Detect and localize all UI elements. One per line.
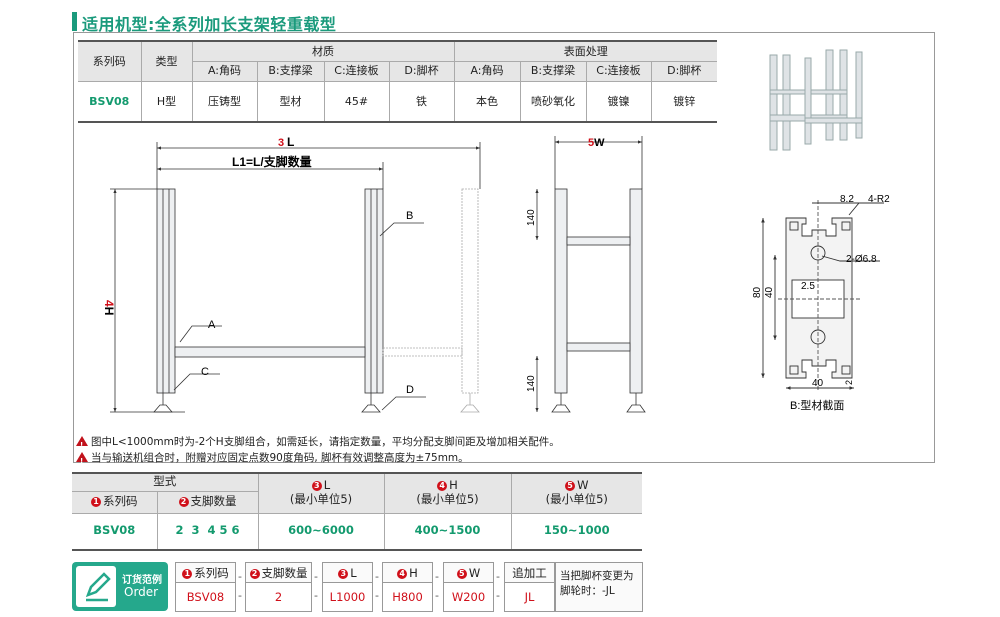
note: 图中L<1000mm时为-2个H支脚组合，如需延长，请指定数量，平均分配支脚间距… (76, 434, 560, 453)
table-row: BSV08 H型 压铸型 型材 45# 铁 本色 喷砂氧化 镀镍 镀锌 (78, 81, 717, 122)
dim-4-R2: 4-R2 (868, 194, 890, 205)
sub-header: D:脚杯 (388, 61, 455, 82)
separator: - (496, 589, 500, 602)
header-form: 型式 (72, 473, 259, 492)
separator: - (314, 589, 318, 602)
sub-header: C:连接板 (585, 61, 652, 82)
dim-140: 140 (526, 375, 537, 392)
separator: - (314, 570, 318, 583)
spec-table: 系列码 类型 材质 表面处理 A:角码 B:支撑梁 C:连接板 D:脚杯 A:角… (78, 40, 717, 123)
profile-cross-section (761, 200, 884, 390)
warning-icon (76, 436, 88, 453)
cell-series: BSV08 (78, 81, 142, 122)
page-title: 适用机型:全系列加长支架轻重载型 (82, 15, 337, 34)
dim-40-width: 40 (812, 378, 824, 389)
cell: 本色 (453, 81, 521, 122)
order-badge: 订货范例 Order (72, 562, 168, 611)
separator: - (238, 589, 242, 602)
title-accent-bar (72, 12, 77, 31)
cell: 压铸型 (191, 81, 258, 122)
dim-H: 4H (102, 300, 116, 315)
dim-L1: L1=L/支脚数量 (232, 154, 312, 169)
dim-L: L (287, 135, 294, 149)
label-c: C (201, 366, 209, 378)
sub-header: B:支撑梁 (256, 61, 325, 82)
separator: - (435, 570, 439, 583)
header-type: 类型 (140, 41, 193, 82)
cell-L: 600~6000 (257, 513, 385, 550)
profile-caption: B:型材截面 (790, 398, 844, 412)
cell: 型材 (256, 81, 325, 122)
side-view (535, 136, 646, 413)
cell: 喷砂氧化 (519, 81, 587, 122)
separator: - (435, 589, 439, 602)
table-row: BSV08 2 3 4 5 6 600~6000 400~1500 150~10… (72, 513, 642, 550)
cell-type: H型 (140, 81, 193, 122)
cell-series: BSV08 (72, 513, 158, 550)
sub-header: C:连接板 (323, 61, 390, 82)
dim-L-num: 3 (278, 137, 284, 149)
dim-40: 40 (764, 286, 775, 298)
cell-W: 150~1000 (510, 513, 642, 550)
sub-header: B:支撑梁 (519, 61, 587, 82)
notes: 图中L<1000mm时为-2个H支脚组合，如需延长，请指定数量，平均分配支脚间距… (76, 434, 560, 469)
cell-H: 400~1500 (383, 513, 512, 550)
cell: 镀锌 (650, 81, 717, 122)
badge-label-cn: 订货范例 (122, 575, 162, 586)
sub-header: A:角码 (192, 61, 258, 82)
separator: - (238, 570, 242, 583)
label-a: A (208, 319, 216, 331)
separator: - (375, 589, 379, 602)
note-text: 当与输送机组合时，附赠对应固定点数90度角码, 脚杯有效调整高度为±75mm。 (91, 452, 469, 464)
header-material: 材质 (191, 41, 455, 62)
dim-2-5: 2.5 (801, 281, 815, 292)
content-frame (73, 32, 935, 463)
cell-legs: 2 3 4 5 6 (156, 513, 259, 550)
order-note: 当把脚杯变更为脚轮时：-JL (555, 562, 643, 612)
note-text: 图中L<1000mm时为-2个H支脚组合，如需延长，请指定数量，平均分配支脚间距… (91, 436, 560, 448)
cell: 45# (323, 81, 390, 122)
header-series: 系列码 (78, 41, 142, 82)
dim-80: 80 (752, 286, 763, 298)
separator: - (496, 570, 500, 583)
dim-8-2: 8.2 (840, 194, 854, 205)
dim-140: 140 (526, 209, 537, 226)
dim-2: 2 (844, 380, 854, 385)
label-b: B (406, 210, 413, 222)
dim-W: 5W (588, 137, 605, 149)
sub-header: D:脚杯 (650, 61, 717, 82)
product-photo (769, 49, 863, 151)
label-d: D (406, 384, 414, 396)
dim-diameter: 2-Ø6.8 (846, 254, 877, 265)
note: 当与输送机组合时，附赠对应固定点数90度角码, 脚杯有效调整高度为±75mm。 (76, 450, 560, 469)
pencil-icon (76, 566, 116, 607)
badge-label-en: Order (124, 585, 159, 599)
sub-header: A:角码 (453, 61, 521, 82)
header-surface: 表面处理 (453, 41, 717, 62)
separator: - (375, 570, 379, 583)
front-view (110, 142, 481, 413)
warning-icon (76, 452, 88, 469)
